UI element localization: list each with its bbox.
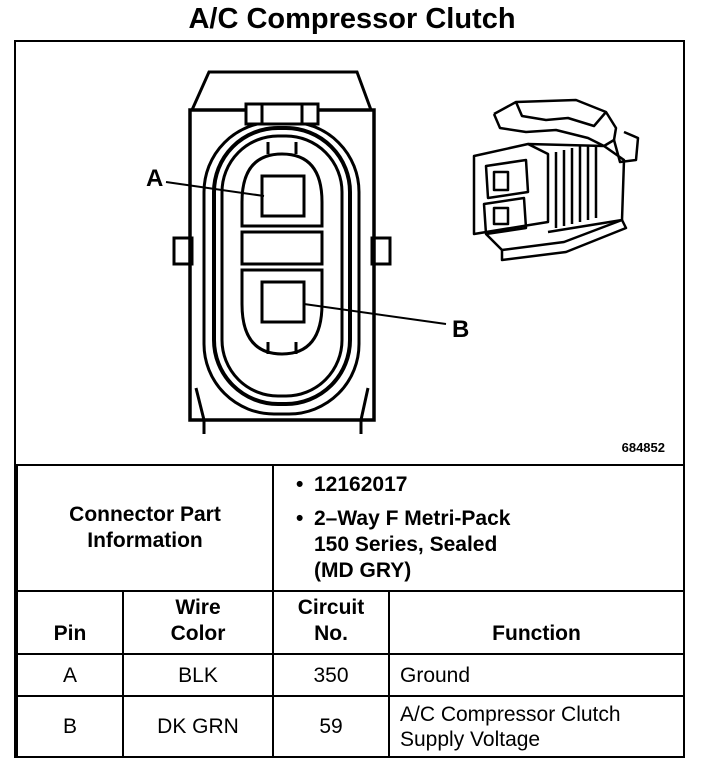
connector-part-row: Connector Part Information • 12162017 • … xyxy=(16,464,685,592)
row-a-function: Ground xyxy=(388,653,685,697)
header-wire-color: Wire Color xyxy=(122,590,274,655)
row-b-pin: B xyxy=(16,695,124,758)
connector-frame: A B 684852 Connector Part Information • … xyxy=(14,40,685,758)
part-description-line3: (MD GRY) xyxy=(314,559,412,582)
table-header-row: Pin Wire Color Circuit No. Function xyxy=(16,590,685,655)
header-function: Function xyxy=(388,590,685,655)
connector-front-view xyxy=(172,70,392,434)
header-pin: Pin xyxy=(16,590,124,655)
row-a-wire-color: BLK xyxy=(122,653,274,697)
callout-a: A xyxy=(146,165,164,192)
connector-part-label: Connector Part Information xyxy=(16,464,274,592)
row-a-pin: A xyxy=(16,653,124,697)
row-b-function-line2: Supply Voltage xyxy=(400,727,541,751)
row-b-circuit: 59 xyxy=(272,695,390,758)
connector-iso-view xyxy=(472,98,640,262)
connector-part-label-line2: Information xyxy=(87,529,203,552)
connector-part-label-line1: Connector Part xyxy=(69,503,221,526)
part-number: 12162017 xyxy=(314,473,408,496)
header-pin-label: Pin xyxy=(53,622,87,645)
figure-code: 684852 xyxy=(621,440,665,455)
table-row: B DK GRN 59 A/C Compressor Clutch Supply… xyxy=(16,695,685,758)
connector-drawing xyxy=(165,70,640,434)
header-wire-color-line2: Color xyxy=(170,622,226,645)
header-wire-color-line1: Wire xyxy=(175,596,221,619)
row-b-function-line1: A/C Compressor Clutch xyxy=(400,702,621,726)
page-title: A/C Compressor Clutch xyxy=(188,3,516,35)
header-circuit-line2: No. xyxy=(314,622,348,645)
table-row: A BLK 350 Ground xyxy=(16,653,685,697)
callout-b-leader xyxy=(303,303,447,325)
header-circuit-line1: Circuit xyxy=(297,596,365,619)
row-a-circuit: 350 xyxy=(272,653,390,697)
callout-a-leader xyxy=(165,181,265,197)
part-description-line1: 2–Way F Metri-Pack xyxy=(314,507,511,530)
row-b-wire-color: DK GRN xyxy=(122,695,274,758)
bullet-icon: • xyxy=(296,507,304,530)
row-a-function-line1: Ground xyxy=(400,663,471,687)
row-b-function: A/C Compressor Clutch Supply Voltage xyxy=(388,695,685,758)
bullet-icon: • xyxy=(296,473,304,496)
part-number-item: • 12162017 xyxy=(296,472,683,498)
callout-b: B xyxy=(452,316,470,343)
part-description-item: • 2–Way F Metri-Pack xyxy=(296,506,683,532)
header-function-label: Function xyxy=(492,622,581,645)
part-description-line2: 150 Series, Sealed xyxy=(314,533,498,556)
connector-part-details: • 12162017 • 2–Way F Metri-Pack 150 Seri… xyxy=(272,464,685,592)
connector-diagram: A B 684852 xyxy=(16,42,683,464)
connector-table: Connector Part Information • 12162017 • … xyxy=(16,464,685,758)
header-circuit: Circuit No. xyxy=(272,590,390,655)
